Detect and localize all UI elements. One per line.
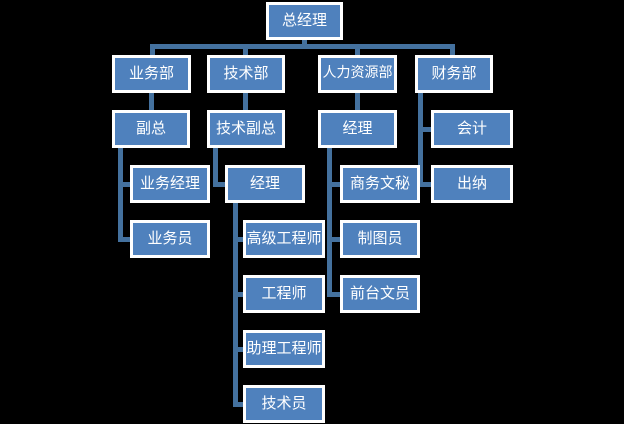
org-node-tech-deputy[interactable]: 技术副总 [207, 110, 285, 148]
connector-hr-to-manager [355, 93, 360, 110]
connector-elbow-business-secretary [327, 182, 340, 187]
connector-elbow-receptionist [327, 292, 340, 297]
org-node-engineer[interactable]: 工程师 [243, 275, 325, 313]
connector-deputy-trunk [118, 148, 123, 242]
connector-drop-tech-dept [243, 44, 248, 56]
connector-hr-manager-trunk [327, 148, 332, 297]
org-node-business-dept[interactable]: 业务部 [112, 55, 191, 93]
connector-drop-hr-dept [355, 44, 360, 56]
connector-business-to-deputy [149, 93, 154, 110]
connector-elbow-senior-engineer [233, 237, 243, 242]
org-node-deputy-general[interactable]: 副总 [112, 110, 190, 148]
connector-elbow-draftsman [327, 237, 340, 242]
org-node-finance-dept[interactable]: 财务部 [415, 55, 493, 93]
org-node-technician[interactable]: 技术员 [243, 385, 325, 423]
connector-tech-to-deputy [243, 93, 248, 110]
org-node-receptionist[interactable]: 前台文员 [340, 275, 420, 313]
org-node-accountant[interactable]: 会计 [431, 110, 513, 148]
org-node-assistant-engineer[interactable]: 助理工程师 [243, 330, 325, 368]
org-node-salesperson[interactable]: 业务员 [130, 220, 210, 258]
org-node-tech-manager[interactable]: 经理 [225, 165, 305, 203]
org-node-cashier[interactable]: 出纳 [431, 165, 513, 203]
connector-elbow-business-manager [118, 182, 130, 187]
org-node-tech-dept[interactable]: 技术部 [207, 55, 285, 93]
connector-tech-manager-trunk [233, 203, 238, 407]
org-node-senior-engineer[interactable]: 高级工程师 [243, 220, 325, 258]
connector-tech-deputy-trunk [213, 148, 218, 187]
org-node-general-manager[interactable]: 总经理 [266, 2, 343, 40]
connector-elbow-cashier [418, 182, 431, 187]
connector-root-stub [302, 38, 307, 49]
connector-drop-finance-dept [450, 44, 455, 56]
connector-elbow-salesperson [118, 237, 130, 242]
org-node-business-manager[interactable]: 业务经理 [130, 165, 210, 203]
org-node-draftsman[interactable]: 制图员 [340, 220, 420, 258]
connector-top-bus [150, 44, 455, 49]
org-node-business-secretary[interactable]: 商务文秘 [340, 165, 420, 203]
connector-elbow-engineer [233, 292, 243, 297]
connector-finance-trunk [418, 93, 423, 187]
connector-drop-business-dept [150, 44, 155, 56]
org-node-hr-manager[interactable]: 经理 [318, 110, 397, 148]
connector-elbow-tech-manager [213, 182, 225, 187]
org-node-hr-dept[interactable]: 人力资源部 [318, 55, 397, 93]
connector-elbow-technician [233, 402, 243, 407]
connector-elbow-accountant [418, 127, 431, 132]
connector-elbow-assistant-engineer [233, 347, 243, 352]
